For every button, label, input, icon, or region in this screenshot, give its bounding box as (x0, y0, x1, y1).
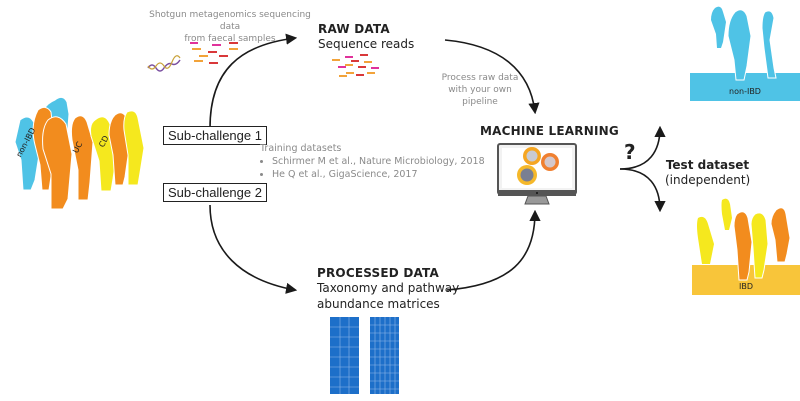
patient-cohort-illustration (14, 96, 145, 210)
sub-challenge-1-box: Sub-challenge 1 (163, 126, 267, 145)
ibd-label: IBD (738, 282, 753, 291)
abundance-matrix-2 (370, 317, 399, 394)
gear-icon (541, 153, 559, 171)
training-datasets-title: Training datasets (260, 143, 342, 154)
training-datasets: Training datasets Schirmer M et al., Nat… (260, 142, 485, 181)
test-dataset-subtitle: (independent) (665, 173, 751, 187)
processed-data-block: PROCESSED DATA Taxonomy and pathway abun… (317, 266, 459, 312)
process-note: Process raw data with your own pipeline (440, 72, 520, 108)
dna-helix-icon (147, 55, 181, 72)
arrow-subchallenge1-to-raw (209, 33, 298, 129)
ibd-outcome-illustration (692, 198, 800, 295)
test-dataset-block: Test dataset (independent) (665, 157, 750, 187)
arrow-raw-to-ml (444, 39, 540, 115)
arrow-processed-to-ml (446, 209, 541, 291)
processed-data-line1: Taxonomy and pathway (317, 281, 460, 295)
abundance-matrix-1 (330, 317, 359, 394)
process-note-line1: Process raw data (441, 73, 519, 83)
processed-data-title: PROCESSED DATA (317, 266, 439, 280)
non-ibd-outcome-illustration (690, 6, 800, 101)
arrow-fork-up (619, 125, 666, 170)
source-caption-line1: Shotgun metagenomics sequencing data (149, 10, 311, 32)
raw-reads-icon (332, 54, 379, 77)
processed-data-line2: abundance matrices (317, 297, 440, 311)
test-dataset-title: Test dataset (665, 158, 750, 172)
question-mark: ? (624, 140, 636, 164)
gear-icon (517, 165, 537, 185)
machine-learning-title: MACHINE LEARNING (480, 124, 619, 138)
gear-icon (523, 147, 541, 165)
process-note-line2: with your own (448, 85, 512, 95)
training-dataset-item: He Q et al., GigaScience, 2017 (272, 168, 485, 181)
training-dataset-item: Schirmer M et al., Nature Microbiology, … (272, 155, 485, 168)
computer-monitor-icon (497, 143, 577, 205)
sub-challenge-2-box: Sub-challenge 2 (163, 183, 267, 202)
source-reads-icon (190, 42, 238, 64)
raw-data-block: RAW DATA Sequence reads (318, 22, 414, 52)
arrow-subchallenge2-to-processed (209, 204, 298, 294)
source-caption: Shotgun metagenomics sequencing data fro… (140, 9, 320, 45)
source-caption-line2: from faecal samples (184, 34, 276, 44)
process-note-line3: pipeline (462, 97, 498, 107)
raw-data-title: RAW DATA (318, 22, 390, 36)
arrow-fork-down (619, 168, 666, 213)
raw-data-subtitle: Sequence reads (318, 37, 415, 51)
non-ibd-label: non-IBD (729, 87, 761, 96)
